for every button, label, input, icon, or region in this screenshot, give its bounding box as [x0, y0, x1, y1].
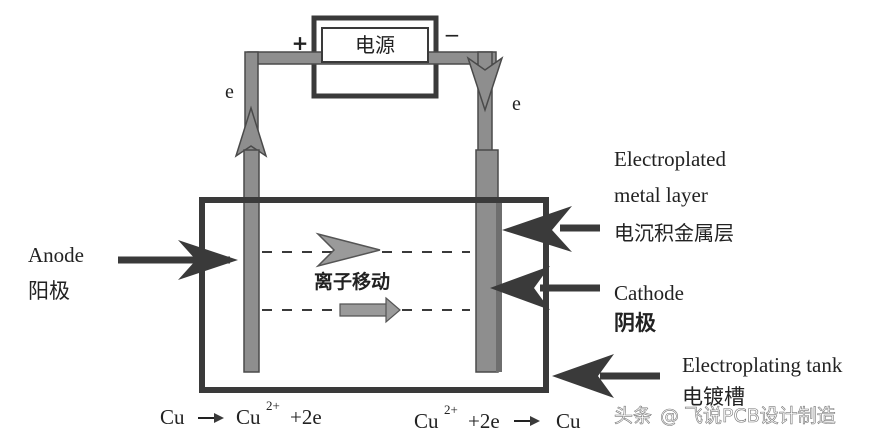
negative-terminal: − — [444, 23, 461, 47]
electroplating-tank — [199, 197, 549, 393]
metal-layer-label-en-2: metal layer — [614, 183, 708, 207]
electron-arrow-down-icon — [466, 56, 504, 113]
electron-label-right: e — [512, 93, 521, 115]
watermark-account: 飞说PCB设计制造 — [684, 405, 836, 427]
anode-tail: +2e — [290, 405, 322, 429]
cathode-mid: +2e — [468, 409, 500, 433]
watermark-prefix: 头条 — [614, 405, 652, 427]
metal-layer-pointer-head-icon — [502, 206, 572, 252]
cathode-pointer-head-icon — [490, 266, 550, 310]
cathode-label-en: Cathode — [614, 281, 684, 305]
anode-charge: 2+ — [266, 398, 280, 413]
anode-electrode — [243, 149, 260, 373]
metal-layer-label-en-1: Electroplated — [614, 147, 726, 171]
watermark-at: @ — [660, 405, 679, 427]
metal-layer-label-cn: 电沉积金属层 — [614, 221, 734, 245]
tank-pointer-head-icon — [552, 354, 614, 398]
positive-terminal: + — [292, 31, 309, 55]
cathode-label-cn: 阴极 — [614, 311, 657, 335]
power-supply-label: 电源 — [355, 33, 395, 57]
anode-label-en: Anode — [28, 243, 84, 267]
electron-label-left: e — [225, 81, 234, 103]
anode-pointer-head-icon — [178, 240, 238, 280]
cathode-charge: 2+ — [444, 402, 458, 417]
anode-product: Cu — [236, 405, 261, 429]
watermark: 头条 @ 飞说PCB设计制造 — [614, 405, 836, 428]
cathode-product: Cu — [556, 409, 581, 433]
cathode-electrode — [475, 149, 499, 373]
tank-label-cn: 电镀槽 — [682, 385, 745, 409]
electron-arrow-up-icon — [234, 105, 268, 158]
tank-label-en: Electroplating tank — [682, 353, 843, 377]
anode-label-cn: 阳极 — [28, 279, 70, 303]
ion-arrow-top-icon — [315, 232, 381, 268]
ion-arrow-bottom-icon — [339, 296, 401, 324]
ion-migration-label: 离子移动 — [314, 270, 390, 293]
cathode-reactant: Cu — [414, 409, 439, 433]
anode-reactant: Cu — [160, 405, 185, 429]
power-supply-inner — [321, 27, 429, 63]
